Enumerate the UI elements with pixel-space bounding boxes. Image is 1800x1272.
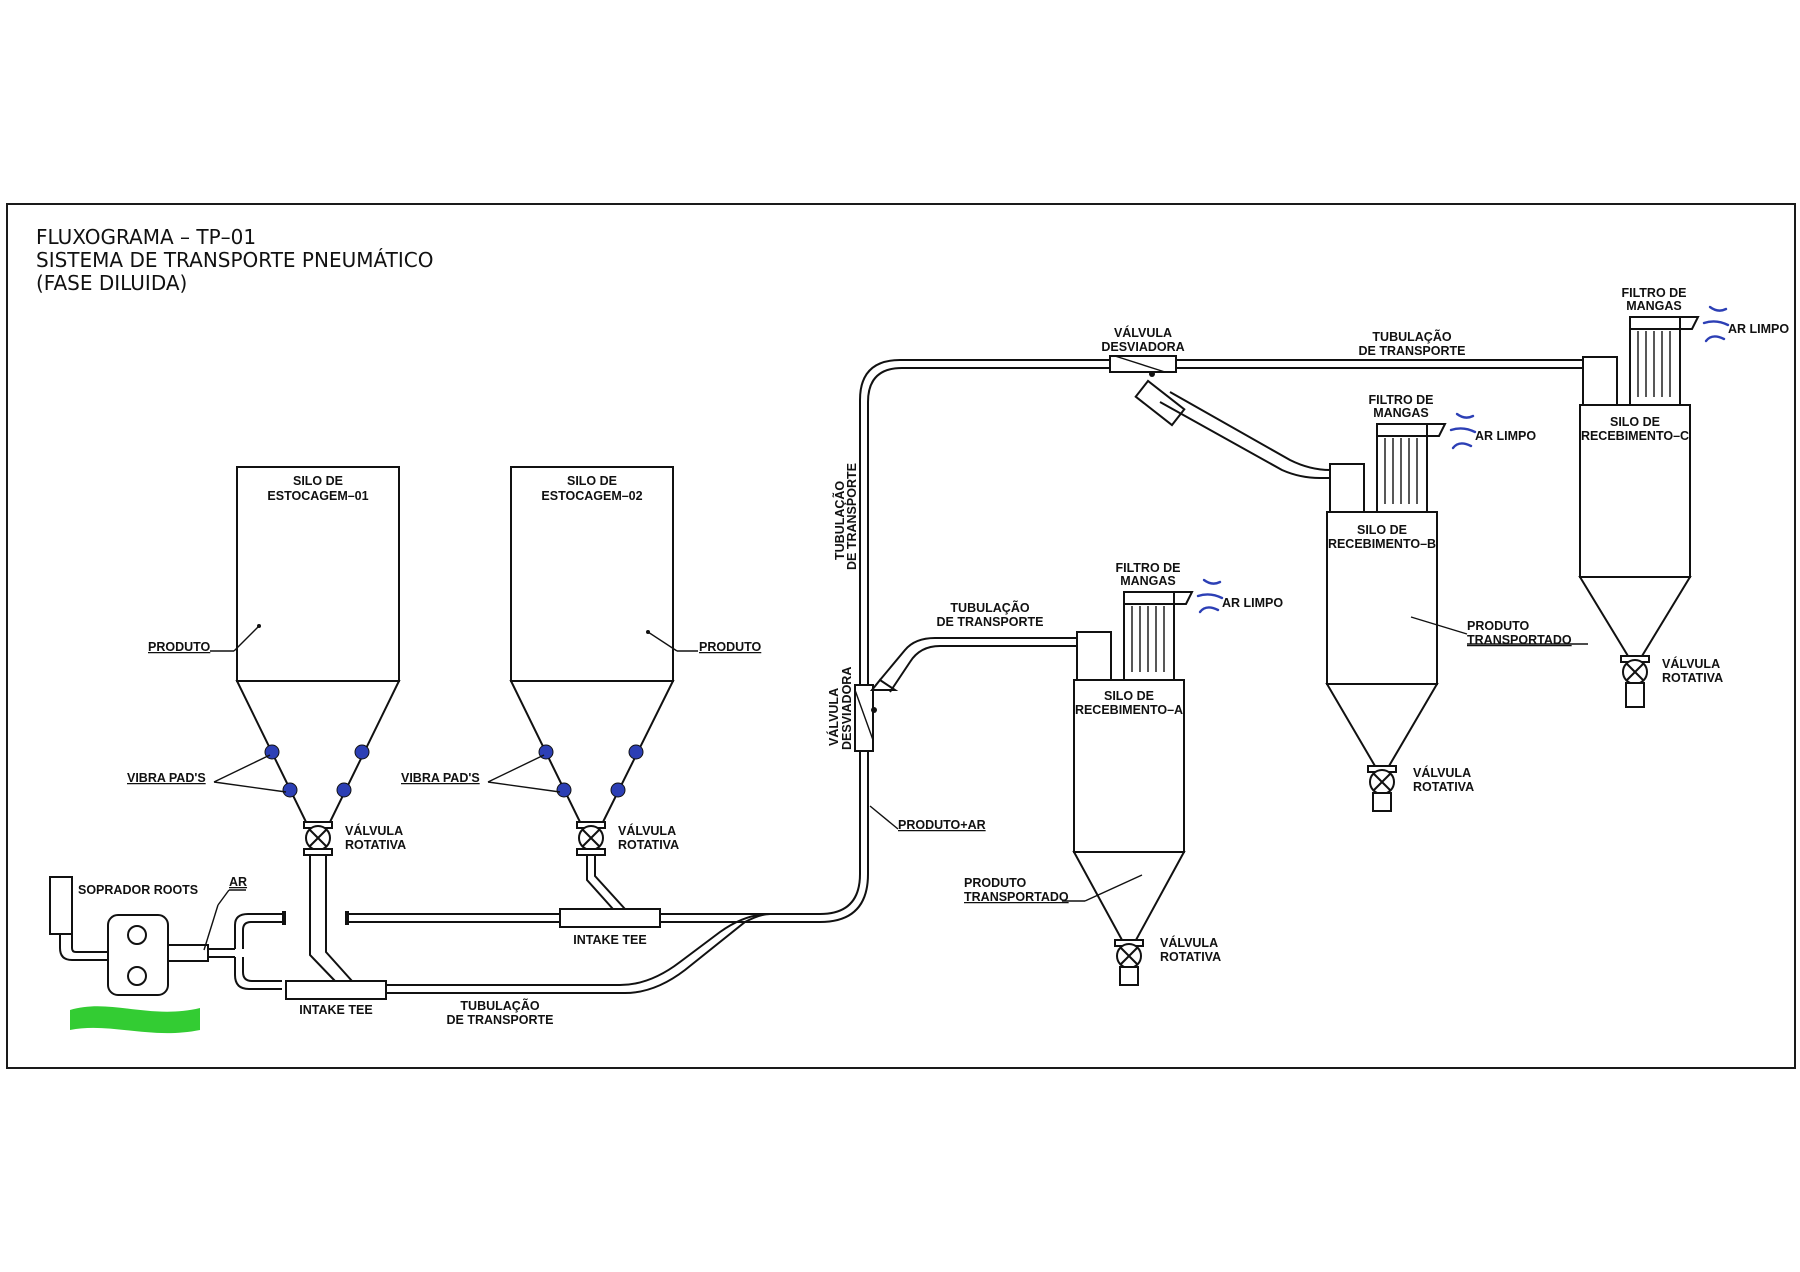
produto-label-right: PRODUTO bbox=[699, 640, 762, 654]
filtro-a-label-2: MANGAS bbox=[1120, 574, 1176, 588]
tubulacao-label-c-1: TUBULAÇÃO bbox=[1372, 329, 1451, 344]
valvula-rotativa-c-label-1: VÁLVULA bbox=[1662, 656, 1720, 671]
produto-callouts: PRODUTO PRODUTO bbox=[148, 624, 762, 654]
silo-recebimento-b: SILO DE RECEBIMENTO–B FILTRO DE MANGAS A… bbox=[1325, 393, 1588, 812]
silo-b-label-1: SILO DE bbox=[1357, 523, 1407, 537]
filtro-b-label-1: FILTRO DE bbox=[1368, 393, 1433, 407]
silo-c-label-1: SILO DE bbox=[1610, 415, 1660, 429]
vibra-pad-icon bbox=[336, 782, 352, 798]
ar-label: AR bbox=[229, 875, 247, 889]
vibra-pad-icon bbox=[556, 782, 572, 798]
silo-estocagem-02: SILO DE ESTOCAGEM–02 bbox=[509, 466, 675, 823]
ar-limpo-a-label: AR LIMPO bbox=[1222, 596, 1283, 610]
valvula-desviadora-riser: VÁLVULA DESVIADORA TUBULAÇÃO DE TRANSPOR… bbox=[826, 600, 1091, 752]
silo-02-label-2: ESTOCAGEM–02 bbox=[541, 489, 642, 503]
diverter-valve-icon bbox=[854, 684, 874, 752]
valvula-rotativa-label-1: VÁLVULA bbox=[345, 823, 403, 838]
clean-air-icon bbox=[1708, 305, 1728, 312]
vibra-pads-label-left: VIBRA PAD'S bbox=[127, 771, 206, 785]
tubulacao-label-a-2: DE TRANSPORTE bbox=[937, 615, 1044, 629]
vibra-pad-icon bbox=[354, 744, 370, 760]
vibra-pad-icon bbox=[610, 782, 626, 798]
ar-limpo-b: AR LIMPO bbox=[1449, 412, 1536, 450]
ar-limpo-c-label: AR LIMPO bbox=[1728, 322, 1789, 336]
valvula-rotativa-b-label-2: ROTATIVA bbox=[1413, 780, 1474, 794]
filtro-b-label-2: MANGAS bbox=[1373, 406, 1429, 420]
silo-a-label-1: SILO DE bbox=[1104, 689, 1154, 703]
vibra-pads-label-right: VIBRA PAD'S bbox=[401, 771, 480, 785]
filtro-a-label-1: FILTRO DE bbox=[1115, 561, 1180, 575]
valvula-desviadora-top-label-1: VÁLVULA bbox=[1114, 325, 1172, 340]
intake-tee-02 bbox=[559, 908, 661, 928]
tubulacao-label-bottom-2: DE TRANSPORTE bbox=[447, 1013, 554, 1027]
silo-01-label-1: SILO DE bbox=[293, 474, 343, 488]
tubulacao-label-bottom-1: TUBULAÇÃO bbox=[460, 998, 539, 1013]
filtro-c-label-1: FILTRO DE bbox=[1621, 286, 1686, 300]
soprador-roots: SOPRADOR ROOTS AR bbox=[49, 875, 247, 1034]
tubulacao-label-c-2: DE TRANSPORTE bbox=[1359, 344, 1466, 358]
ar-limpo-c: AR LIMPO bbox=[1702, 305, 1789, 343]
tubulacao-label-riser-1: TUBULAÇÃO bbox=[832, 481, 847, 560]
silo-02-label-1: SILO DE bbox=[567, 474, 617, 488]
silo-estocagem-01: SILO DE ESTOCAGEM–01 bbox=[235, 466, 401, 823]
produto-transportado-b-label-2: TRANSPORTADO bbox=[1467, 633, 1572, 647]
main-riser: TUBULAÇÃO DE TRANSPORTE PRODUTO+AR bbox=[819, 359, 1110, 923]
air-manifold bbox=[234, 911, 349, 990]
valvula-desviadora-riser-label-1: VÁLVULA bbox=[826, 688, 841, 746]
silo-01-label-2: ESTOCAGEM–01 bbox=[267, 489, 368, 503]
ar-limpo-b-label: AR LIMPO bbox=[1475, 429, 1536, 443]
produto-ar-label: PRODUTO+AR bbox=[898, 818, 986, 832]
silo-a-label-2: RECEBIMENTO–A bbox=[1075, 703, 1183, 717]
intake-tee-label-01: INTAKE TEE bbox=[299, 1003, 372, 1017]
produto-label-left: PRODUTO bbox=[148, 640, 211, 654]
filtro-c-label-2: MANGAS bbox=[1626, 299, 1682, 313]
ground-icon bbox=[70, 1006, 200, 1034]
valvula-rotativa-b-label-1: VÁLVULA bbox=[1413, 765, 1471, 780]
produto-transportado-a-label-2: TRANSPORTADO bbox=[964, 890, 1069, 904]
diverter-valve-icon bbox=[1109, 355, 1177, 373]
valvula-rotativa-silo-01: VÁLVULA ROTATIVA bbox=[303, 821, 406, 856]
silo-c-label-2: RECEBIMENTO–C bbox=[1581, 429, 1689, 443]
clean-air-icon bbox=[1202, 578, 1222, 585]
valvula-desviadora-top: VÁLVULA DESVIADORA TUBULAÇÃO DE TRANSPOR… bbox=[1101, 325, 1605, 508]
silo-recebimento-c: SILO DE RECEBIMENTO–C FILTRO DE MANGAS A… bbox=[1578, 286, 1789, 708]
title-line-1: FLUXOGRAMA – TP–01 bbox=[36, 225, 257, 249]
vibra-pad-icon bbox=[282, 782, 298, 798]
valvula-rotativa-a-label-1: VÁLVULA bbox=[1160, 935, 1218, 950]
valvula-desviadora-riser-label-2: DESVIADORA bbox=[840, 667, 854, 750]
intake-tee-01 bbox=[285, 980, 387, 1000]
drawing-title: FLUXOGRAMA – TP–01 SISTEMA DE TRANSPORTE… bbox=[36, 226, 433, 295]
title-line-3: (FASE DILUIDA) bbox=[36, 271, 188, 295]
vibra-pad-icon bbox=[628, 744, 644, 760]
vibra-pads: VIBRA PAD'S VIBRA PAD'S bbox=[127, 744, 644, 798]
valvula-desviadora-top-label-2: DESVIADORA bbox=[1101, 340, 1184, 354]
valvula-rotativa-label-1: VÁLVULA bbox=[618, 823, 676, 838]
clean-air-icon bbox=[1455, 412, 1475, 419]
ar-limpo-a: AR LIMPO bbox=[1196, 578, 1283, 614]
valvula-rotativa-c-label-2: ROTATIVA bbox=[1662, 671, 1723, 685]
produto-transportado-a-label-1: PRODUTO bbox=[964, 876, 1027, 890]
filtro-mangas-b: FILTRO DE MANGAS bbox=[1368, 393, 1447, 513]
valvula-rotativa-label-2: ROTATIVA bbox=[618, 838, 679, 852]
produto-transportado-b-label-1: PRODUTO bbox=[1467, 619, 1530, 633]
tubulacao-label-a-1: TUBULAÇÃO bbox=[950, 600, 1029, 615]
filtro-mangas-c: FILTRO DE MANGAS bbox=[1621, 286, 1700, 406]
lower-conveying-line: INTAKE TEE TUBULAÇÃO DE TRANSPORTE bbox=[285, 855, 771, 1027]
silo-b-label-2: RECEBIMENTO–B bbox=[1328, 537, 1436, 551]
intake-tee-label-02: INTAKE TEE bbox=[573, 933, 646, 947]
valvula-rotativa-label-2: ROTATIVA bbox=[345, 838, 406, 852]
filtro-mangas-a: FILTRO DE MANGAS bbox=[1115, 561, 1194, 681]
soprador-roots-label: SOPRADOR ROOTS bbox=[78, 883, 198, 897]
upper-conveying-line: INTAKE TEE bbox=[349, 855, 820, 947]
title-line-2: SISTEMA DE TRANSPORTE PNEUMÁTICO bbox=[36, 248, 434, 272]
silo-recebimento-a: SILO DE RECEBIMENTO–A FILTRO DE MANGAS A… bbox=[964, 561, 1283, 986]
tubulacao-label-riser-2: DE TRANSPORTE bbox=[845, 463, 859, 570]
valvula-rotativa-a-label-2: ROTATIVA bbox=[1160, 950, 1221, 964]
drawing-frame bbox=[6, 203, 1796, 1069]
valvula-rotativa-silo-02: VÁLVULA ROTATIVA bbox=[576, 821, 679, 856]
